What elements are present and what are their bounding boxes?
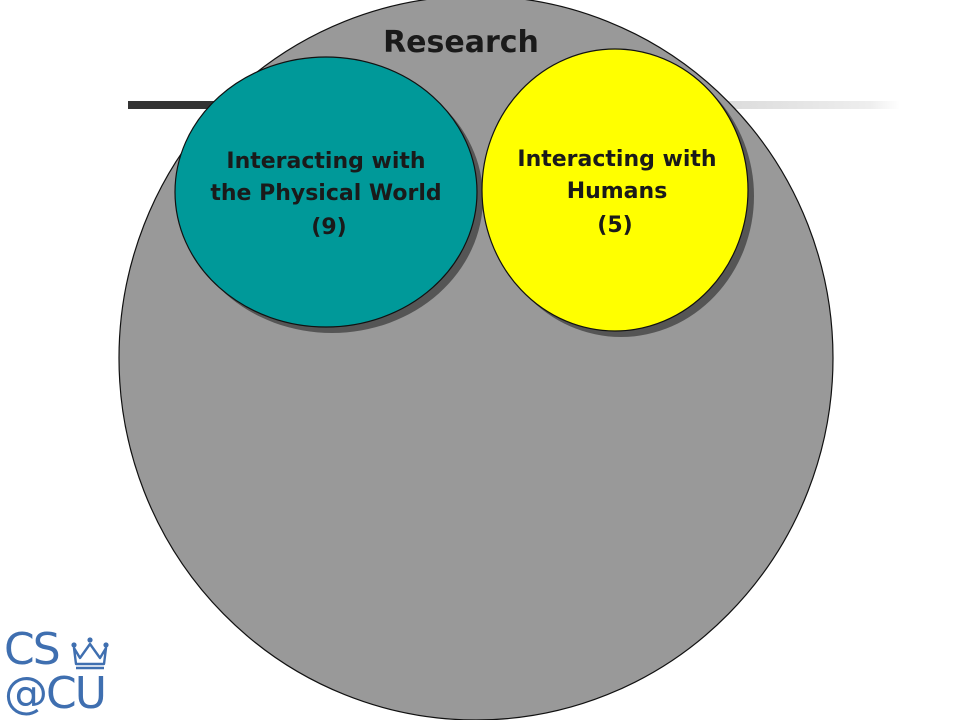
- cs-cu-logo: CS @CU: [4, 628, 114, 720]
- research-title: Research: [383, 25, 539, 60]
- physical-label-line-1: Interacting with: [226, 149, 425, 174]
- humans-label-line-1: Interacting with: [517, 147, 716, 172]
- header-bar-light: [700, 101, 900, 109]
- physical-world-circle: [174, 56, 478, 328]
- logo-cs-text: CS: [4, 624, 61, 675]
- physical-label-line-2: the Physical World: [210, 181, 441, 206]
- humans-count: (5): [597, 213, 632, 238]
- physical-count: (9): [311, 215, 346, 240]
- humans-label-line-2: Humans: [567, 179, 668, 204]
- logo-cu-text: @CU: [4, 668, 107, 719]
- header-bar-dark: [128, 101, 223, 109]
- crown-icon: [71, 637, 109, 670]
- humans-circle: [481, 48, 749, 332]
